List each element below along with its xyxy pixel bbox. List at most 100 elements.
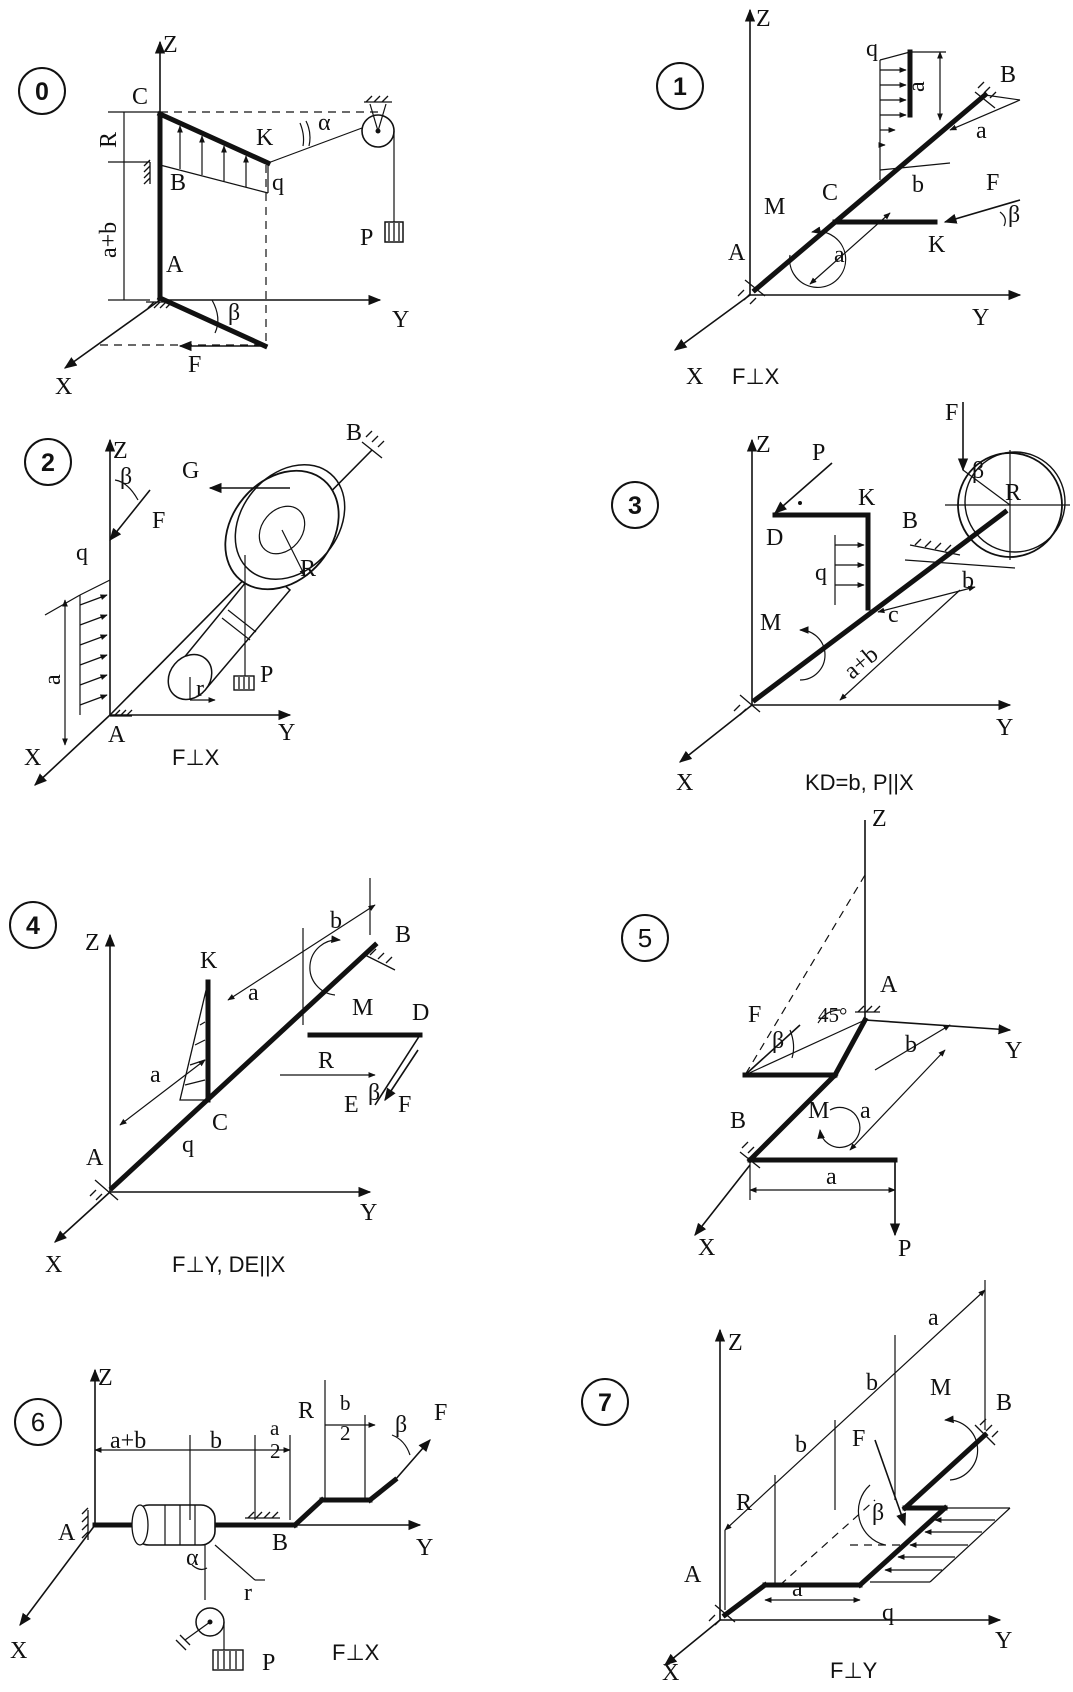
axis-z-label: Z — [113, 438, 128, 464]
point-b-label: B — [170, 170, 186, 196]
force-f-label: F — [945, 400, 958, 426]
point-d-label: D — [412, 1000, 429, 1026]
axis-z-label: Z — [85, 930, 100, 956]
dim-a-label: a — [834, 242, 845, 268]
axis-y-label: Y — [996, 715, 1013, 741]
point-k-label: K — [858, 485, 876, 511]
point-a-label: A — [728, 240, 746, 266]
variant-number: 4 — [26, 912, 40, 940]
point-a-label: A — [58, 1520, 76, 1546]
axis-y-label: Y — [972, 305, 989, 331]
variant-number: 2 — [41, 449, 55, 477]
point-b-label: B — [730, 1108, 746, 1134]
moment-m-label: M — [760, 610, 781, 636]
dim-ab-label: a+b — [96, 222, 122, 258]
radius-r-small-label: r — [244, 1580, 252, 1606]
angle-45-label: 45° — [818, 1003, 847, 1027]
condition-caption: F⊥X — [172, 745, 220, 770]
radius-r-label: R — [1005, 480, 1021, 506]
axis-y-label: Y — [995, 1628, 1012, 1654]
point-b-label: B — [1000, 62, 1016, 88]
point-e-label: E — [344, 1092, 359, 1118]
axis-z-label: Z — [728, 1330, 743, 1356]
moment-m-label: M — [930, 1375, 951, 1401]
axis-x-label: X — [662, 1660, 679, 1686]
point-a-label: A — [166, 252, 184, 278]
point-k-label: K — [928, 232, 946, 258]
point-a-label: A — [684, 1562, 702, 1588]
dim-b-half-denominator: 2 — [340, 1421, 351, 1445]
dim-b-half-numerator: b — [340, 1391, 351, 1415]
dim-a-label: a — [248, 980, 259, 1006]
angle-beta-label: β — [120, 464, 132, 490]
angle-beta-label: β — [972, 458, 984, 484]
load-q-label: q — [272, 170, 284, 196]
dim-c-label: c — [888, 602, 899, 628]
force-f-label: F — [986, 170, 999, 196]
dim-b-label: b — [330, 908, 342, 934]
load-q-label: q — [882, 1600, 894, 1626]
point-a-label: A — [86, 1145, 104, 1171]
dim-ab-label: a+b — [110, 1428, 146, 1454]
dim-b-label: b — [905, 1032, 917, 1058]
load-q-label: q — [182, 1132, 194, 1158]
dim-r-label: R — [298, 1398, 314, 1424]
dim-r-label: R — [96, 132, 122, 148]
force-p-label: P — [898, 1236, 911, 1262]
point-k-label: K — [256, 125, 274, 151]
angle-beta-label: β — [1008, 202, 1020, 228]
dim-a-label: a — [928, 1305, 939, 1331]
angle-beta-label: β — [395, 1412, 407, 1438]
angle-beta-label: β — [772, 1028, 784, 1054]
axis-x-label: X — [686, 364, 703, 390]
axis-y-label: Y — [392, 307, 409, 333]
dim-b-label: b — [866, 1370, 878, 1396]
force-f-label: F — [398, 1092, 411, 1118]
condition-caption: F⊥X — [732, 364, 780, 389]
dim-b-label: b — [912, 172, 924, 198]
axis-x-label: X — [45, 1252, 62, 1278]
weight-p-label: P — [360, 225, 373, 251]
axis-x-label: X — [10, 1638, 27, 1664]
dim-a-half-denominator: 2 — [270, 1439, 281, 1463]
variant-1-diagram: 1 Z Y X F⊥X — [656, 6, 1022, 390]
axis-y-label: Y — [278, 720, 295, 746]
axis-x-label: X — [698, 1235, 715, 1261]
point-a-label: A — [880, 972, 898, 998]
condition-caption: KD=b, P||X — [805, 770, 914, 795]
angle-alpha-label: α — [318, 110, 331, 136]
dim-ab-label: a+b — [839, 641, 883, 684]
axis-z-label: Z — [756, 6, 771, 32]
variant-number: 6 — [31, 1407, 45, 1437]
variant-5-diagram: 5 Z Y X A F 45° β — [621, 806, 1022, 1262]
dim-b-label: b — [210, 1428, 222, 1454]
dim-a-half-numerator: a — [270, 1416, 280, 1440]
force-f-label: F — [748, 1002, 761, 1028]
force-f-label: F — [152, 508, 165, 534]
load-q-label: q — [76, 540, 88, 566]
variant-number: 0 — [35, 78, 49, 106]
radius-r-small-label: r — [196, 676, 204, 702]
dim-r-label: R — [318, 1048, 334, 1074]
load-q-label: q — [815, 560, 827, 586]
axis-x-label: X — [24, 745, 41, 771]
dim-a-label: a — [792, 1576, 803, 1602]
point-a-label: A — [108, 722, 126, 748]
weight-p-label: P — [260, 662, 273, 688]
condition-caption: F⊥Y — [830, 1658, 878, 1683]
axis-x-label: X — [55, 374, 72, 400]
force-f-label: F — [188, 352, 201, 378]
condition-caption: F⊥Y, DE||X — [172, 1252, 286, 1277]
dim-a-label: a — [904, 81, 930, 92]
dim-b-label: b — [962, 568, 974, 594]
axis-x-label: X — [676, 770, 693, 796]
force-p-label: P — [812, 440, 825, 466]
point-d-label: D — [766, 525, 783, 551]
variant-2-diagram: 2 Z Y X F⊥X — [24, 420, 385, 786]
point-b-label: B — [346, 420, 362, 446]
angle-beta-label: β — [872, 1500, 884, 1526]
variant-4-diagram: 4 Z Y X F⊥Y, DE||X — [9, 878, 429, 1278]
axis-y-label: Y — [416, 1535, 433, 1561]
point-b-label: B — [272, 1530, 288, 1556]
